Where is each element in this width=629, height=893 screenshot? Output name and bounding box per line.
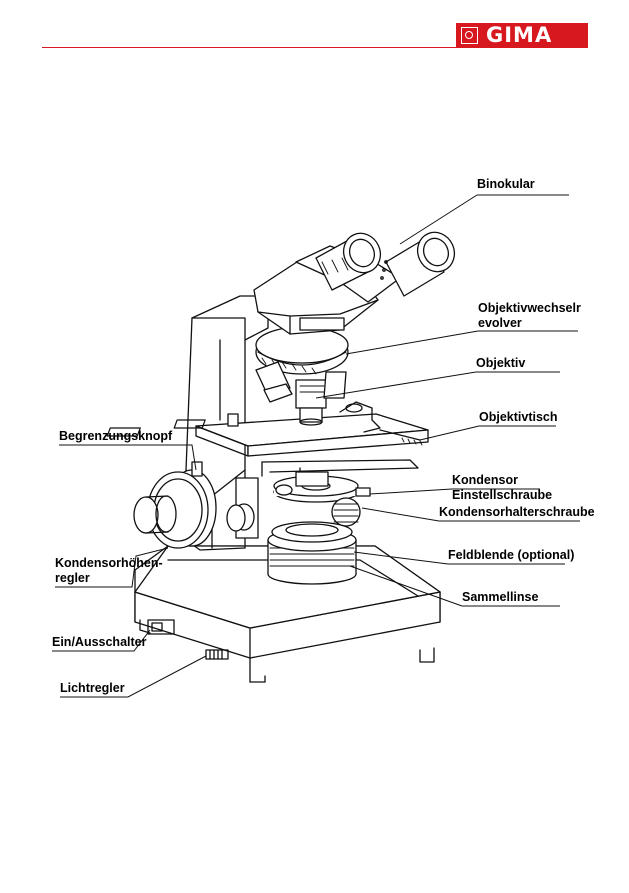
label-begrenzungsknopf: Begrenzungsknopf <box>59 429 173 443</box>
label-kondensorhalterschraube: Kondensorhalterschraube <box>439 505 595 519</box>
objectives <box>255 361 347 426</box>
focus-knob <box>133 461 255 549</box>
eyepieces <box>315 231 456 297</box>
label-sammellinse: Sammellinse <box>462 590 539 604</box>
brand-name: GIMA <box>486 23 553 47</box>
label-kondensor-1: Kondensor <box>452 473 518 487</box>
label-binokular: Binokular <box>477 177 535 191</box>
label-kondensorhoehen-1: Kondensorhöhen- <box>55 556 163 570</box>
label-objektiv: Objektiv <box>476 356 526 370</box>
leader-lines <box>52 194 580 698</box>
label-lichtregler: Lichtregler <box>60 681 125 695</box>
label-revolver-2: evolver <box>478 316 522 330</box>
label-kondensor-2: Einstellschraube <box>452 488 553 502</box>
microscope-base <box>134 545 441 683</box>
label-schalter: Ein/Ausschalter <box>52 635 147 649</box>
label-revolver-1: Objektivwechselr <box>478 301 581 315</box>
label-objektivtisch: Objektivtisch <box>479 410 558 424</box>
gima-seal-icon <box>461 27 478 44</box>
label-kondensorhoehen-2: regler <box>55 571 90 585</box>
label-feldblende: Feldblende (optional) <box>448 548 575 562</box>
field-diaphragm <box>267 471 357 585</box>
gima-logo: GIMA <box>456 23 588 48</box>
header-rule <box>42 47 588 48</box>
condenser <box>273 475 371 527</box>
